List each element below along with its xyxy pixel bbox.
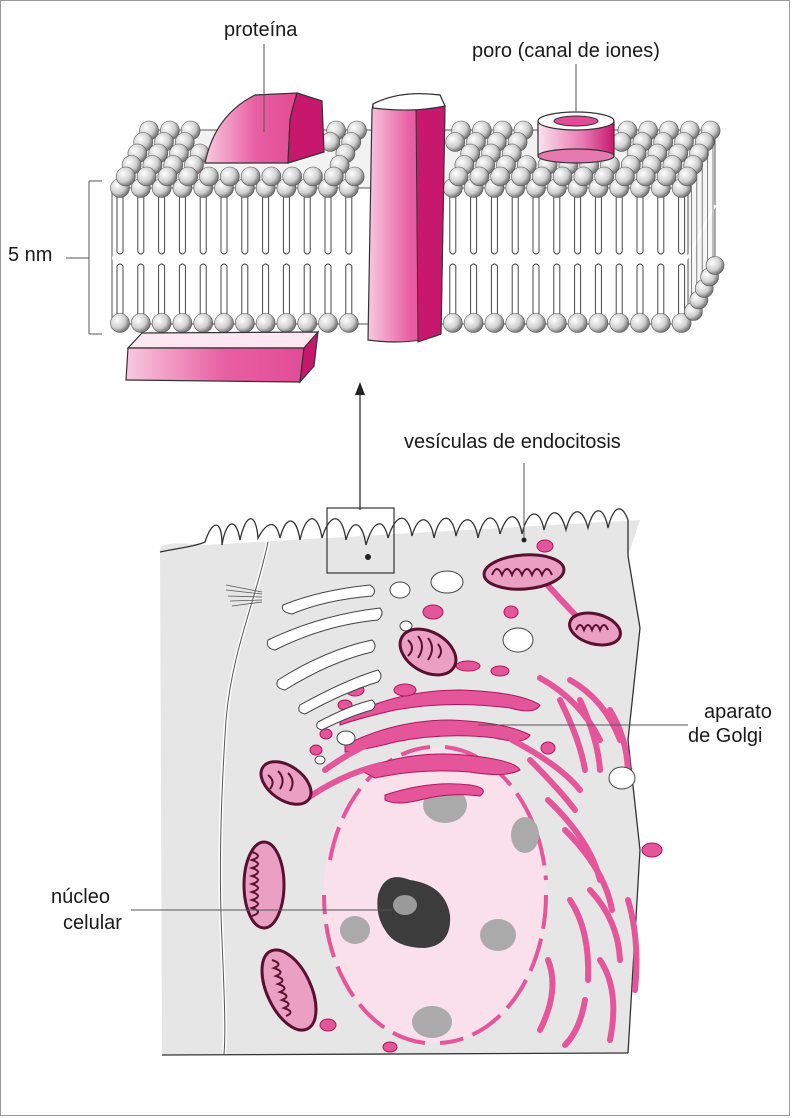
lipid-head bbox=[179, 167, 198, 186]
lipid-head bbox=[241, 167, 260, 186]
lipid-head bbox=[283, 167, 302, 186]
lipid-head bbox=[200, 167, 219, 186]
lipid-head bbox=[657, 167, 676, 186]
lipid-head bbox=[304, 167, 323, 186]
cell bbox=[131, 463, 688, 1055]
lipid-head bbox=[324, 167, 343, 186]
lipid-head bbox=[443, 314, 462, 333]
golgi-label-line1: aparato bbox=[704, 700, 772, 725]
lipid-head bbox=[678, 167, 697, 186]
lipid-head bbox=[194, 314, 213, 333]
nucleus-label-line2: celular bbox=[63, 911, 122, 936]
lipid-head bbox=[215, 314, 234, 333]
thickness-bracket bbox=[66, 181, 102, 334]
lipid-head bbox=[220, 167, 239, 186]
lipid-head bbox=[616, 167, 635, 186]
lipid-head bbox=[111, 314, 130, 333]
lipid-head bbox=[610, 314, 629, 333]
lipid-head bbox=[116, 167, 135, 186]
zoom-arrow bbox=[355, 382, 365, 510]
vesicles-label: vesículas de endocitosis bbox=[404, 430, 621, 455]
lipid-head bbox=[298, 314, 317, 333]
lipid-head bbox=[464, 314, 483, 333]
lipid-head bbox=[235, 314, 254, 333]
lipid-head bbox=[512, 167, 531, 186]
peripheral-protein-bottom bbox=[126, 332, 318, 382]
lipid-head bbox=[589, 314, 608, 333]
lipid-head bbox=[152, 314, 171, 333]
lipid-head bbox=[137, 167, 156, 186]
lipid-head bbox=[131, 314, 150, 333]
lipid-head bbox=[449, 167, 468, 186]
protein-label: proteína bbox=[224, 18, 297, 43]
lipid-head bbox=[595, 167, 614, 186]
lipid-head bbox=[568, 314, 587, 333]
thickness-label: 5 nm bbox=[8, 243, 52, 268]
lipid-head bbox=[631, 314, 650, 333]
pore-label: poro (canal de iones) bbox=[472, 39, 660, 64]
lipid-head bbox=[636, 167, 655, 186]
lipid-head bbox=[574, 167, 593, 186]
lipid-head bbox=[527, 314, 546, 333]
lipid-head bbox=[339, 314, 358, 333]
lipid-head bbox=[506, 314, 525, 333]
lipid-head bbox=[553, 167, 572, 186]
nucleus-label-line1: núcleo bbox=[51, 885, 110, 910]
lipid-head bbox=[173, 314, 192, 333]
lipid-head bbox=[345, 167, 364, 186]
lipid-head bbox=[319, 314, 338, 333]
transmembrane-protein bbox=[368, 94, 445, 342]
ion-channel-pore bbox=[538, 112, 614, 163]
lipid-head bbox=[491, 167, 510, 186]
lipid-head bbox=[158, 167, 177, 186]
lipid-head bbox=[651, 314, 670, 333]
lipid-head bbox=[532, 167, 551, 186]
lipid-head bbox=[547, 314, 566, 333]
lipid-head bbox=[470, 167, 489, 186]
golgi-label-line2: de Golgi bbox=[688, 724, 763, 749]
lipid-head bbox=[256, 314, 275, 333]
lipid-head bbox=[485, 314, 504, 333]
lipid-head bbox=[706, 257, 724, 275]
lipid-head bbox=[277, 314, 296, 333]
lipid-head bbox=[262, 167, 281, 186]
